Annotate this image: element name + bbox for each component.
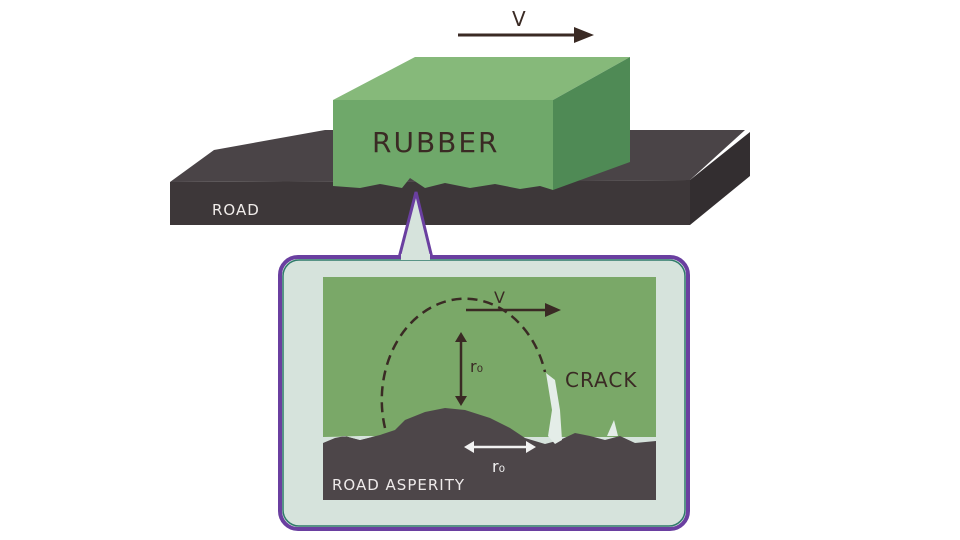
arrow-head-left-icon — [464, 441, 474, 453]
callout-pointer-border — [397, 191, 434, 259]
velocity-arrow-inset — [466, 303, 561, 317]
inset-frame-inner — [282, 259, 686, 527]
arrow-head-up-icon — [455, 332, 467, 342]
arrow-head-icon — [574, 27, 594, 43]
crack-label: CRACK — [565, 368, 637, 392]
velocity-arrow-top: V — [458, 7, 594, 43]
road-front-face — [170, 180, 690, 225]
radius-label-vertical: r₀ — [470, 357, 483, 376]
rubber-front-face — [333, 100, 553, 190]
asperity-label: ROAD ASPERITY — [332, 476, 465, 494]
inset-rubber-region — [323, 277, 656, 437]
inset-panel: r₀ V CRACK r₀ ROAD ASPERITY — [278, 254, 690, 531]
callout-pointer-fill — [399, 192, 432, 262]
contact-gap-left — [323, 436, 375, 440]
vertical-radius-arrow — [455, 332, 467, 406]
arrow-head-icon — [545, 303, 561, 317]
velocity-label-inset: V — [494, 288, 505, 307]
crack-shape — [546, 373, 562, 444]
radius-label-horizontal: r₀ — [492, 457, 505, 476]
rubber-label: RUBBER — [372, 126, 500, 159]
dashed-radius-arc — [380, 297, 547, 429]
velocity-label-top: V — [512, 7, 526, 31]
road-side-face — [690, 132, 750, 225]
rubber-top-face — [333, 57, 630, 100]
road-label: ROAD — [212, 201, 260, 219]
small-crack — [607, 420, 618, 436]
rubber-side-face — [553, 57, 630, 190]
rubber-block: RUBBER — [333, 57, 630, 190]
callout-pointer — [397, 191, 434, 262]
arrow-head-right-icon — [526, 441, 536, 453]
horizontal-radius-arrow — [464, 441, 536, 453]
inset-road-asperity — [323, 408, 656, 500]
arrow-head-down-icon — [455, 396, 467, 406]
